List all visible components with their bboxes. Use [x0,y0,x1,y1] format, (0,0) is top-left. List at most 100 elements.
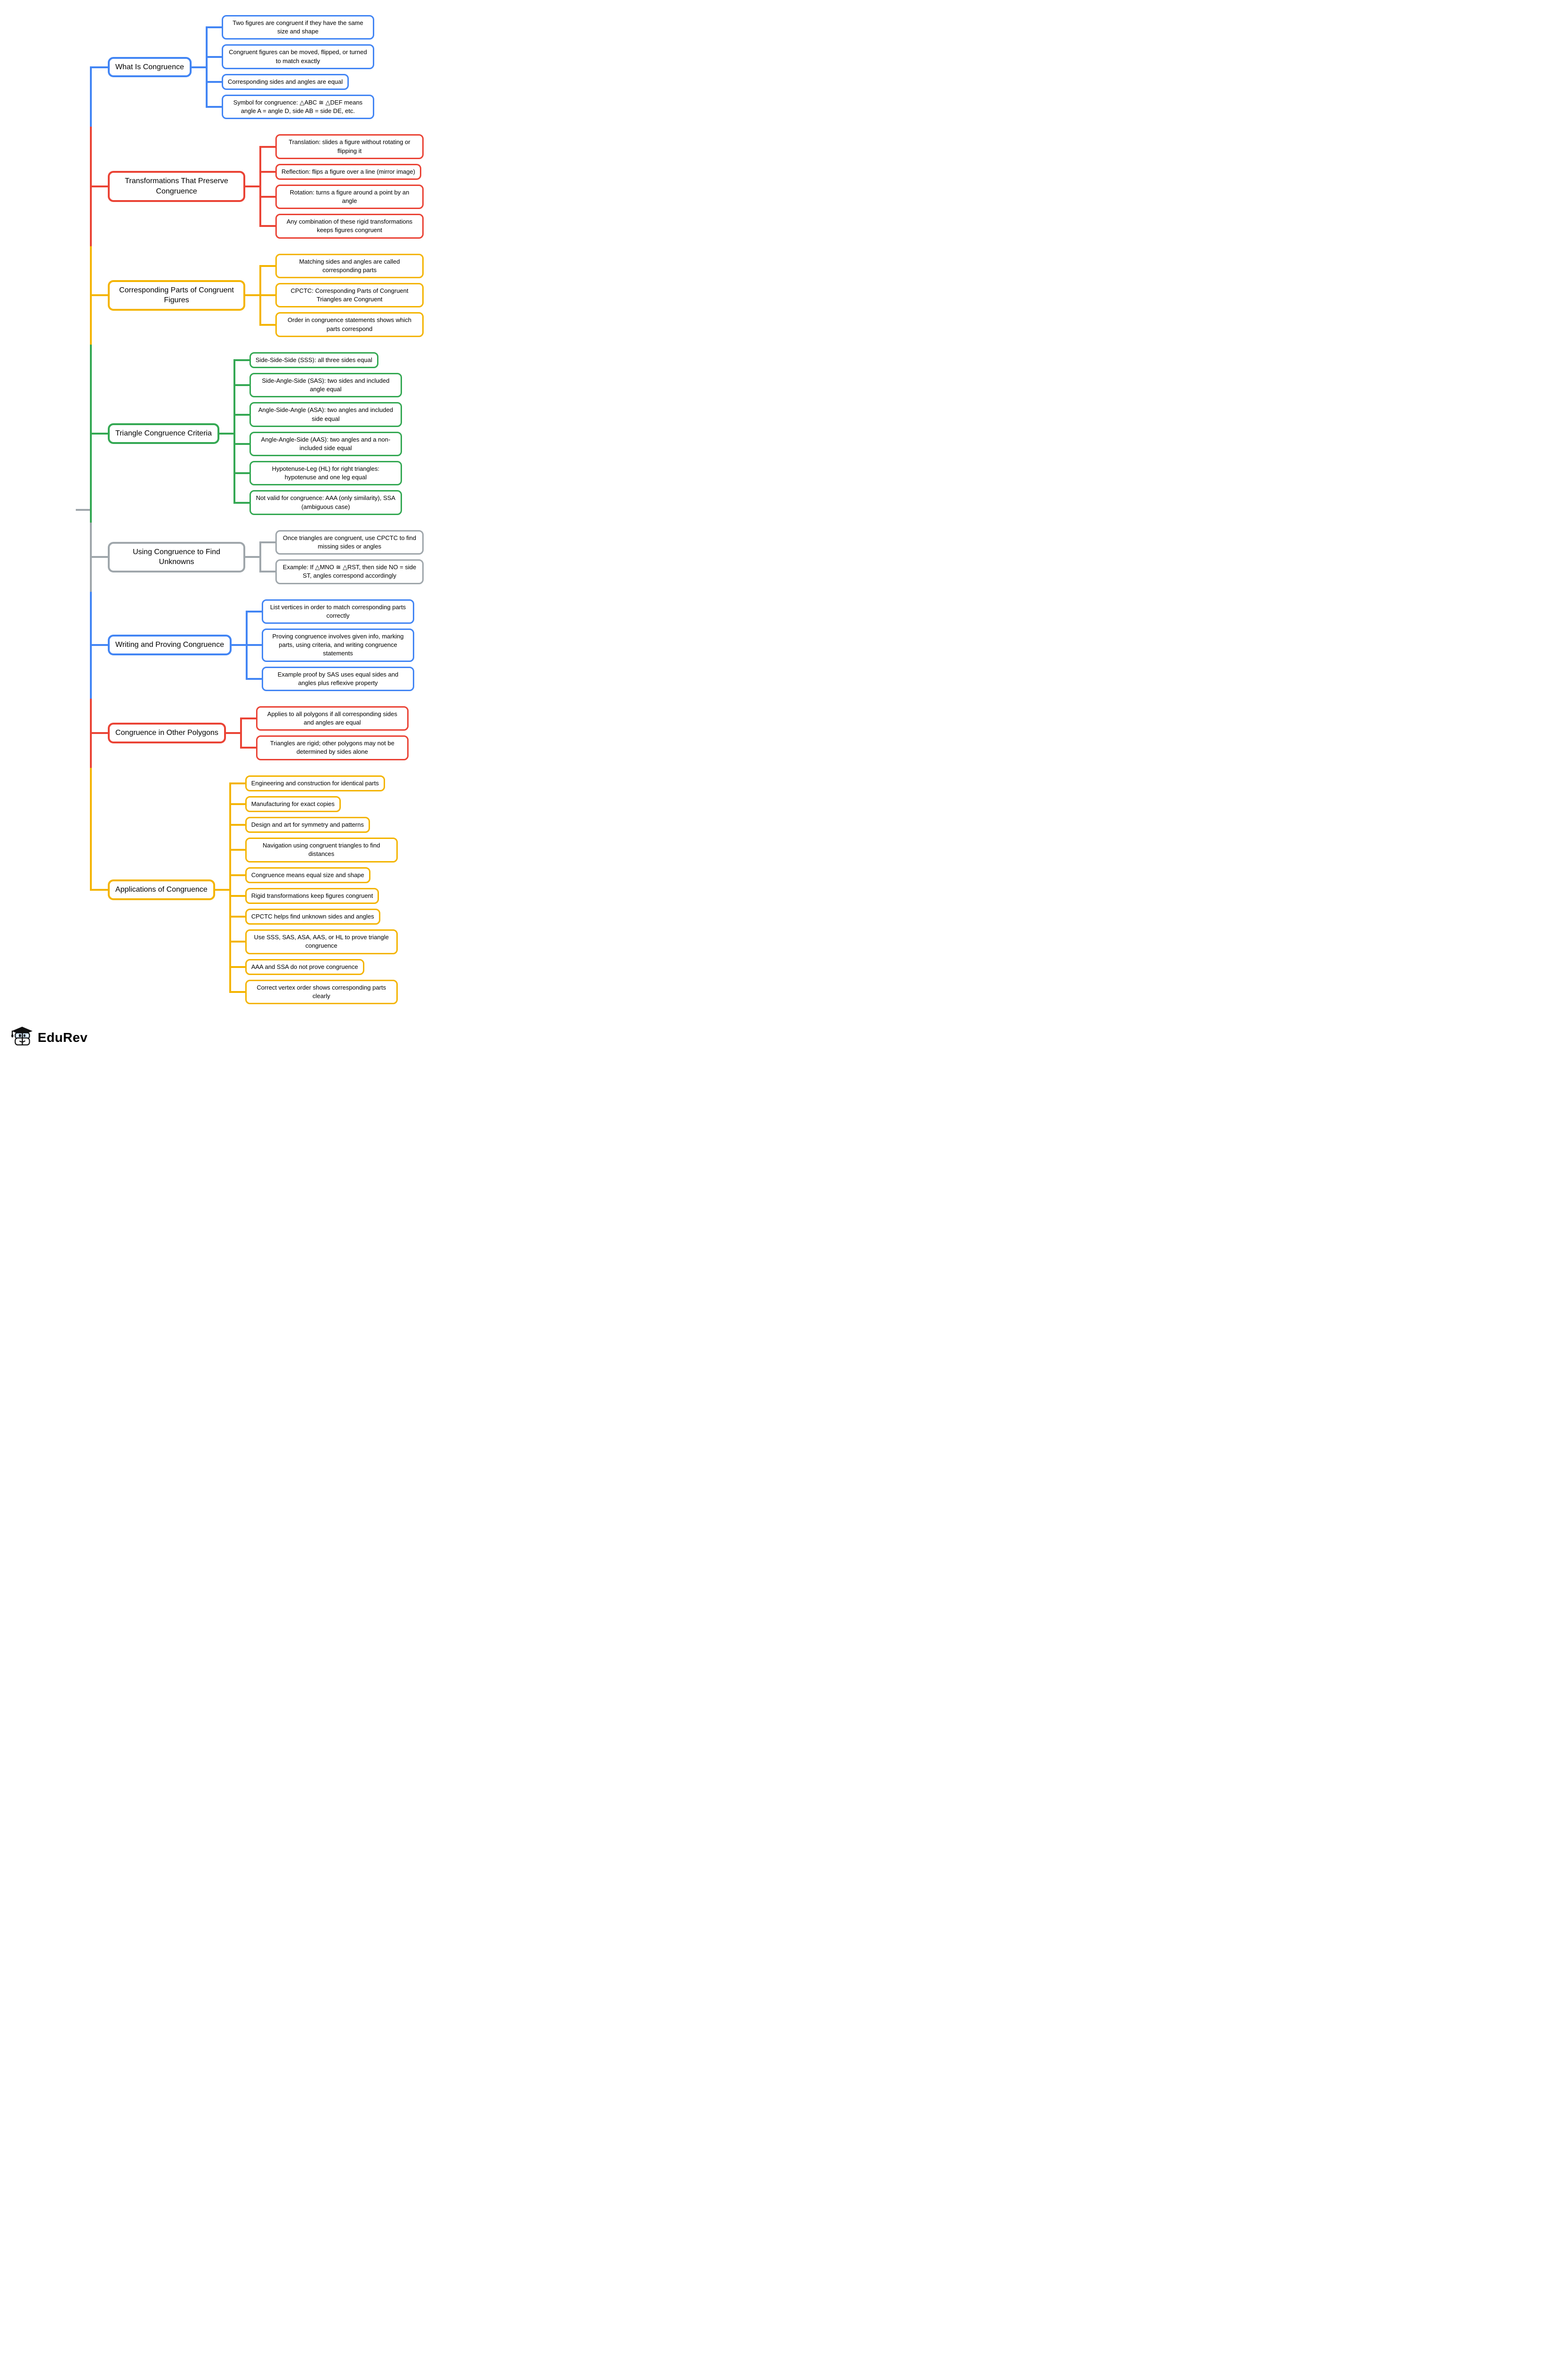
leaf-label: Two figures are congruent if they have t… [233,19,363,35]
leaf-label: Congruence means equal size and shape [251,871,364,879]
leaf-wrap: Example proof by SAS uses equal sides an… [245,664,414,693]
leaf-label: Matching sides and angles are called cor… [299,258,400,274]
leaf-wrap: Engineering and construction for identic… [229,773,398,794]
leaf-wrap: Use SSS, SAS, ASA, AAS, or HL to prove t… [229,927,398,957]
leaf-node: Angle-Side-Angle (ASA): two angles and i… [249,402,402,427]
leaf-node: Correct vertex order shows corresponding… [245,979,398,1005]
leaf-label: Proving congruence involves given info, … [272,632,404,657]
leaf-node: Example: If △MNO ≅ △RST, then side NO = … [275,559,424,584]
leaf-label: Design and art for symmetry and patterns [251,821,364,828]
leaf-label: Angle-Angle-Side (AAS): two angles and a… [261,435,391,451]
branch-leaves: Translation: slides a figure without rot… [245,132,424,241]
leaf-node: Congruence means equal size and shape [245,867,370,883]
branch-leaves: Two figures are congruent if they have t… [191,13,374,121]
leaf-wrap: Two figures are congruent if they have t… [205,13,374,42]
branch-leaves: Applies to all polygons if all correspon… [225,704,409,763]
leaf-wrap: Matching sides and angles are called cor… [259,251,424,281]
leaf-node: Corresponding sides and angles are equal [221,73,349,90]
leaf-wrap: Any combination of these rigid transform… [259,211,424,241]
branch-label: Corresponding Parts of Congruent Figures [119,286,234,305]
leaf-node: Symbol for congruence: △ABC ≅ △DEF means… [221,94,374,120]
leaf-node: Manufacturing for exact copies [245,796,341,812]
leaf-node: List vertices in order to match correspo… [261,599,414,624]
leaf-node: Two figures are congruent if they have t… [221,15,374,40]
branch-leaves: Once triangles are congruent, use CPCTC … [245,528,424,587]
leaf-node: Reflection: flips a figure over a line (… [275,163,421,180]
branch-leaves: Engineering and construction for identic… [215,773,398,1007]
branch-node: Congruence in Other Polygons [108,723,226,744]
leaf-wrap: Congruence means equal size and shape [229,864,398,886]
leaf-label: Side-Side-Side (SSS): all three sides eq… [255,356,372,363]
leaf-wrap: Proving congruence involves given info, … [245,626,414,664]
leaf-node: Proving congruence involves given info, … [261,628,414,662]
branch: Congruence in Other Polygons Applies to … [90,698,424,768]
root-label: Congruence [19,505,69,515]
branch: Corresponding Parts of Congruent Figures… [90,246,424,345]
branch-label: Transformations That Preserve Congruence [125,177,228,195]
footer: EduRev [11,1026,424,1049]
leaf-label: Navigation using congruent triangles to … [263,842,380,858]
branch: Writing and Proving Congruence List vert… [90,591,424,699]
leaf-node: Triangles are rigid; other polygons may … [256,735,409,760]
leaf-wrap: Rigid transformations keep figures congr… [229,885,398,907]
leaf-label: Any combination of these rigid transform… [286,218,413,234]
branch-node: Using Congruence to Find Unknowns [108,541,246,572]
leaf-wrap: Congruent figures can be moved, flipped,… [205,42,374,72]
leaf-label: Reflection: flips a figure over a line (… [281,168,415,175]
leaf-label: List vertices in order to match correspo… [270,603,406,619]
leaf-node: Angle-Angle-Side (AAS): two angles and a… [249,431,402,457]
branch-label: What Is Congruence [115,63,184,71]
branch: Using Congruence to Find Unknowns Once t… [90,522,424,592]
leaf-node: Rigid transformations keep figures congr… [245,887,379,904]
leaf-wrap: Example: If △MNO ≅ △RST, then side NO = … [259,557,424,586]
leaf-node: Not valid for congruence: AAA (only simi… [249,490,402,515]
mindmap: Congruence What Is Congruence Two figure… [11,8,424,1012]
branch-node: Triangle Congruence Criteria [108,423,219,444]
leaf-node: Matching sides and angles are called cor… [275,253,424,278]
leaf-label: Example: If △MNO ≅ △RST, then side NO = … [282,564,417,580]
leaf-node: Design and art for symmetry and patterns [245,817,370,833]
leaf-label: Use SSS, SAS, ASA, AAS, or HL to prove t… [254,934,389,950]
leaf-wrap: Not valid for congruence: AAA (only simi… [233,488,402,517]
leaf-node: CPCTC: Corresponding Parts of Congruent … [275,283,424,308]
branch-leaves: Matching sides and angles are called cor… [245,251,424,339]
leaf-wrap: Design and art for symmetry and patterns [229,814,398,836]
leaf-wrap: Corresponding sides and angles are equal [205,71,374,93]
leaf-label: Manufacturing for exact copies [251,800,335,807]
leaf-node: Translation: slides a figure without rot… [275,134,424,159]
page: Congruence What Is Congruence Two figure… [0,0,424,1058]
leaf-label: Angle-Side-Angle (ASA): two angles and i… [258,406,393,422]
leaf-wrap: CPCTC: Corresponding Parts of Congruent … [259,281,424,310]
leaf-wrap: Correct vertex order shows corresponding… [229,977,398,1007]
leaf-label: Example proof by SAS uses equal sides an… [277,670,399,686]
leaf-wrap: Reflection: flips a figure over a line (… [259,161,424,183]
leaf-label: Engineering and construction for identic… [251,779,379,787]
leaf-node: Rotation: turns a figure around a point … [275,184,424,210]
leaf-label: Correct vertex order shows corresponding… [257,984,386,1000]
branch: Applications of Congruence Engineering a… [90,767,424,1012]
leaf-wrap: Once triangles are congruent, use CPCTC … [259,528,424,557]
leaf-node: Example proof by SAS uses equal sides an… [261,666,414,691]
branches: What Is Congruence Two figures are congr… [76,8,424,1012]
leaf-node: Use SSS, SAS, ASA, AAS, or HL to prove t… [245,929,398,954]
leaf-label: Rigid transformations keep figures congr… [251,892,373,899]
branch-label: Applications of Congruence [115,886,208,894]
leaf-wrap: Translation: slides a figure without rot… [259,132,424,162]
branch-node: Corresponding Parts of Congruent Figures [108,280,246,311]
leaf-node: Hypotenuse-Leg (HL) for right triangles:… [249,461,402,486]
leaf-node: AAA and SSA do not prove congruence [245,959,364,975]
leaf-label: Symbol for congruence: △ABC ≅ △DEF means… [233,98,363,115]
root-node: Congruence [11,500,76,519]
leaf-label: Congruent figures can be moved, flipped,… [229,48,367,64]
branch-label: Congruence in Other Polygons [115,729,218,737]
leaf-wrap: AAA and SSA do not prove congruence [229,956,398,977]
branch-leaves: List vertices in order to match correspo… [231,597,414,693]
leaf-label: Translation: slides a figure without rot… [289,138,410,154]
leaf-label: AAA and SSA do not prove congruence [251,963,358,970]
leaf-wrap: Navigation using congruent triangles to … [229,835,398,865]
leaf-node: Side-Side-Side (SSS): all three sides eq… [249,352,378,368]
leaf-label: CPCTC: Corresponding Parts of Congruent … [290,287,409,303]
leaf-label: CPCTC helps find unknown sides and angle… [251,912,374,920]
edurev-brand-text: EduRev [38,1030,88,1045]
branch: What Is Congruence Two figures are congr… [90,8,424,127]
